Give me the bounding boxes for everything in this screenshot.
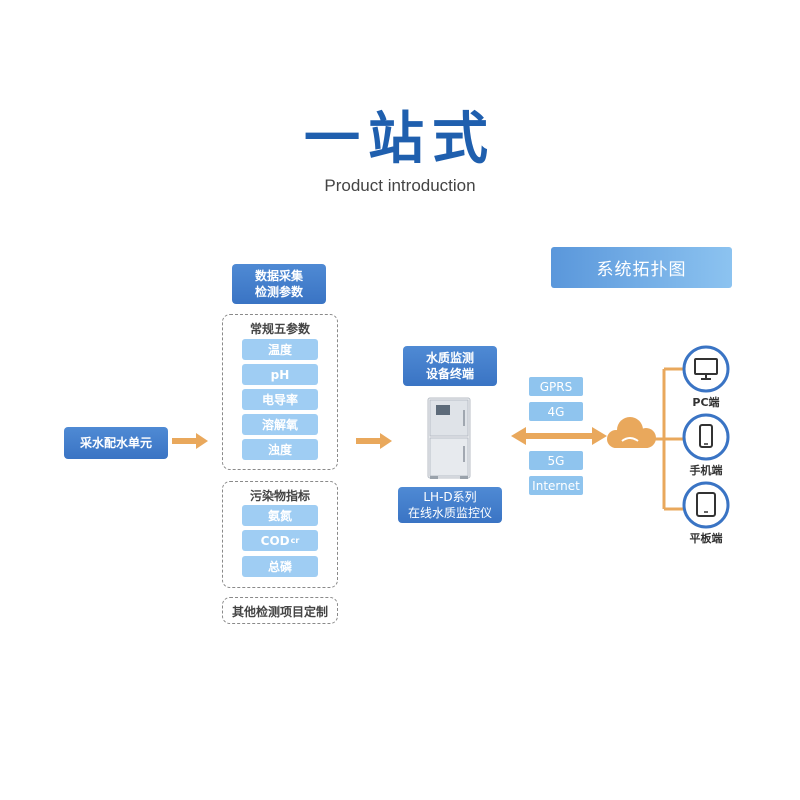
param-ph: pH xyxy=(242,364,318,385)
cod-label: COD xyxy=(260,533,290,548)
source-unit-box: 采水配水单元 xyxy=(64,427,168,459)
pollutant-title: 污染物指标 xyxy=(249,489,310,503)
param-ammonia: 氨氮 xyxy=(242,505,318,526)
terminal-line1: 水质监测 xyxy=(425,351,474,365)
topology-label: 系统拓扑图 xyxy=(551,247,732,288)
param-temperature: 温度 xyxy=(242,339,318,360)
arrow-params-to-terminal xyxy=(356,433,392,449)
bidirectional-arrow xyxy=(511,427,607,445)
param-dissolved-oxygen: 溶解氧 xyxy=(242,414,318,435)
network-gprs: GPRS xyxy=(529,377,583,396)
terminal-header: 水质监测 设备终端 xyxy=(403,346,497,386)
terminal-caption: LH-D系列 在线水质监控仪 xyxy=(398,487,502,523)
param-turbidity: 浊度 xyxy=(242,439,318,460)
network-internet: Internet xyxy=(529,476,583,495)
monitor-cabinet-icon xyxy=(427,397,471,479)
device-label-phone: 手机端 xyxy=(689,464,723,477)
device-label-tablet: 平板端 xyxy=(689,532,723,545)
phone-icon xyxy=(682,413,730,461)
device-label-pc: PC端 xyxy=(692,396,720,409)
cod-subscript: cr xyxy=(290,536,300,545)
terminal-caption-line1: LH-D系列 xyxy=(423,490,477,504)
arrow-source-to-params xyxy=(172,433,208,449)
network-4g: 4G xyxy=(529,402,583,421)
conventional-group xyxy=(222,314,338,470)
acquisition-line1: 数据采集 xyxy=(254,269,303,283)
param-total-phosphorus: 总磷 xyxy=(242,556,318,577)
page-subtitle: Product introduction xyxy=(324,176,476,195)
page-title: 一站式 xyxy=(304,107,496,172)
custom-label: 其他检测项目定制 xyxy=(231,605,328,619)
conventional-title: 常规五参数 xyxy=(249,322,310,336)
acquisition-header: 数据采集 检测参数 xyxy=(232,264,326,304)
acquisition-line2: 检测参数 xyxy=(254,285,303,299)
cloud-icon xyxy=(607,417,656,448)
param-conductivity: 电导率 xyxy=(242,389,318,410)
pollutant-group xyxy=(222,481,338,588)
monitor-icon xyxy=(682,345,730,393)
terminal-line2: 设备终端 xyxy=(425,367,474,381)
tablet-icon xyxy=(682,481,730,529)
terminal-caption-line2: 在线水质监控仪 xyxy=(407,506,492,520)
custom-group xyxy=(222,597,338,624)
network-5g: 5G xyxy=(529,451,583,470)
cloud-device-connector xyxy=(652,367,684,511)
